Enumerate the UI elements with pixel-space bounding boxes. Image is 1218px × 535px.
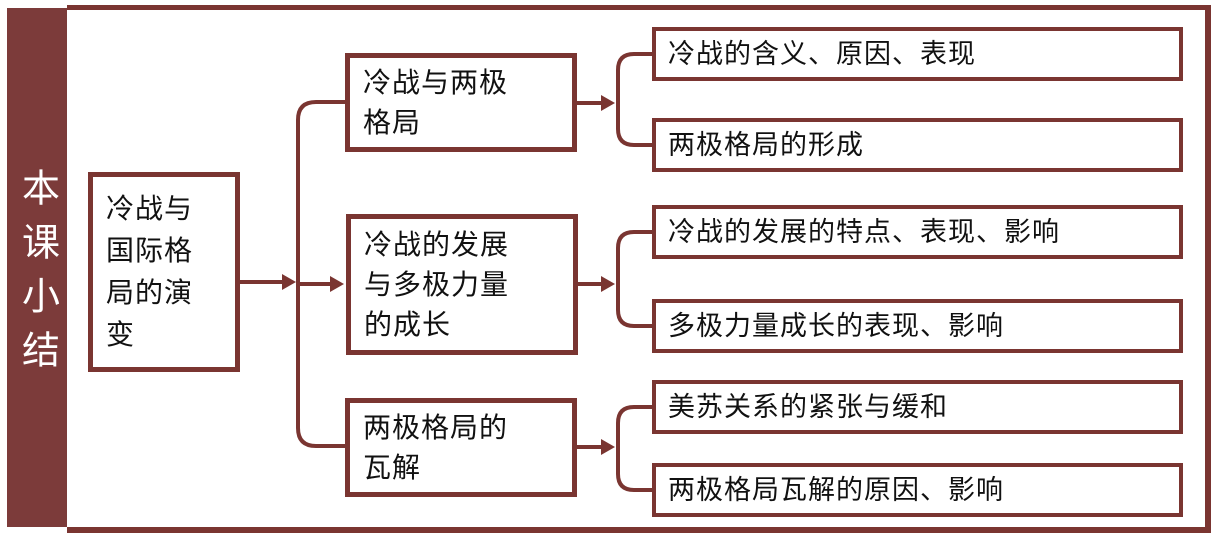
branch2-children-bracket xyxy=(616,230,652,328)
root-arrowhead-icon xyxy=(282,274,296,290)
leaf-box-2b-label: 多极力量成长的表现、影响 xyxy=(668,311,1004,341)
branch-box-1: 冷战与两极 格局 xyxy=(345,53,577,152)
leaf-box-3b-label: 两极格局瓦解的原因、影响 xyxy=(668,475,1004,505)
leaf-box-3a: 美苏关系的紧张与缓和 xyxy=(652,380,1183,434)
leaf-box-1b-label: 两极格局的形成 xyxy=(668,130,864,160)
leaf-box-2a-label: 冷战的发展的特点、表现、影响 xyxy=(668,217,1060,247)
leaf-box-3b: 两极格局瓦解的原因、影响 xyxy=(652,463,1183,517)
root-box: 冷战与 国际格 局的演 变 xyxy=(88,172,240,372)
leaf-box-1a: 冷战的含义、原因、表现 xyxy=(652,27,1183,81)
branch3-arrowhead-icon xyxy=(601,439,615,455)
branch3-children-bracket xyxy=(616,405,652,492)
leaf-box-1b: 两极格局的形成 xyxy=(652,118,1183,172)
leaf-box-2b: 多极力量成长的表现、影响 xyxy=(652,299,1183,353)
branch-box-3-label: 两极格局的 瓦解 xyxy=(363,411,509,483)
diagram-frame xyxy=(67,5,1211,533)
sidebar: 本课小结 xyxy=(7,8,67,527)
leaf-box-3a-label: 美苏关系的紧张与缓和 xyxy=(668,392,948,422)
branch2-arrowhead-icon xyxy=(601,276,615,292)
trunk-branch2-arrowhead-icon xyxy=(330,276,344,292)
branch-box-3: 两极格局的 瓦解 xyxy=(345,398,577,497)
branch1-children-bracket xyxy=(616,52,652,147)
sidebar-title: 本课小结 xyxy=(15,167,58,384)
trunk-bracket xyxy=(296,100,345,448)
leaf-box-2a: 冷战的发展的特点、表现、影响 xyxy=(652,205,1183,259)
root-box-label: 冷战与 国际格 局的演 变 xyxy=(106,193,194,350)
branch1-arrowhead-icon xyxy=(601,95,615,111)
branch-box-2: 冷战的发展 与多极力量 的成长 xyxy=(346,214,578,355)
leaf-box-1a-label: 冷战的含义、原因、表现 xyxy=(668,39,976,69)
branch-box-1-label: 冷战与两极 格局 xyxy=(363,66,509,138)
branch-box-2-label: 冷战的发展 与多极力量 的成长 xyxy=(364,228,510,340)
